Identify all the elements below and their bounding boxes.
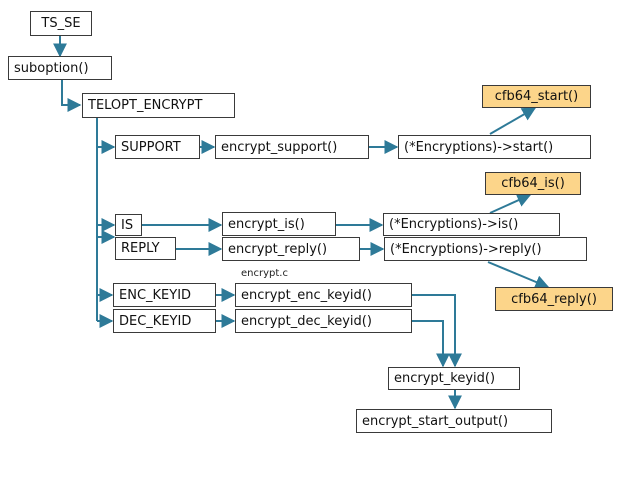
node-encrypt-reply: encrypt_reply() [222,237,360,261]
node-encrypt-is: encrypt_is() [222,212,336,236]
arrow-encryptions-is-to-cfb64-is [489,193,532,214]
node-enc-keyid: ENC_KEYID [113,283,216,307]
node-reply: REPLY [115,237,176,260]
node-cfb64-start: cfb64_start() [482,85,591,108]
node-is: IS [115,214,142,236]
node-cfb64-is: cfb64_is() [485,172,581,195]
node-encrypt-start-output: encrypt_start_output() [356,409,552,433]
node-encrypt-dec-keyid: encrypt_dec_keyid() [235,309,412,333]
arrow-enc-keyid-func-to-keyid [412,294,462,368]
node-suboption: suboption() [8,56,112,80]
node-dec-keyid: DEC_KEYID [113,309,216,333]
node-encrypt-keyid: encrypt_keyid() [388,367,520,390]
node-encryptions-start: (*Encryptions)->start() [398,135,591,159]
arrow-suboption-to-telopt [61,80,82,112]
node-encryptions-is: (*Encryptions)->is() [383,213,560,236]
arrow-dec-keyid-func-to-keyid [412,320,450,368]
arrow-encryptions-reply-to-cfb64-reply [487,261,550,289]
arrow-start-to-cfb64-start [489,107,537,135]
node-encrypt-support: encrypt_support() [215,135,369,159]
file-label-encrypt-c: encrypt.c [241,268,288,279]
node-telopt-encrypt: TELOPT_ENCRYPT [82,93,235,118]
node-ts-se: TS_SE [30,11,92,36]
node-cfb64-reply: cfb64_reply() [495,287,613,311]
node-encrypt-enc-keyid: encrypt_enc_keyid() [235,283,412,307]
node-encryptions-reply: (*Encryptions)->reply() [384,237,587,261]
node-support: SUPPORT [115,135,200,159]
